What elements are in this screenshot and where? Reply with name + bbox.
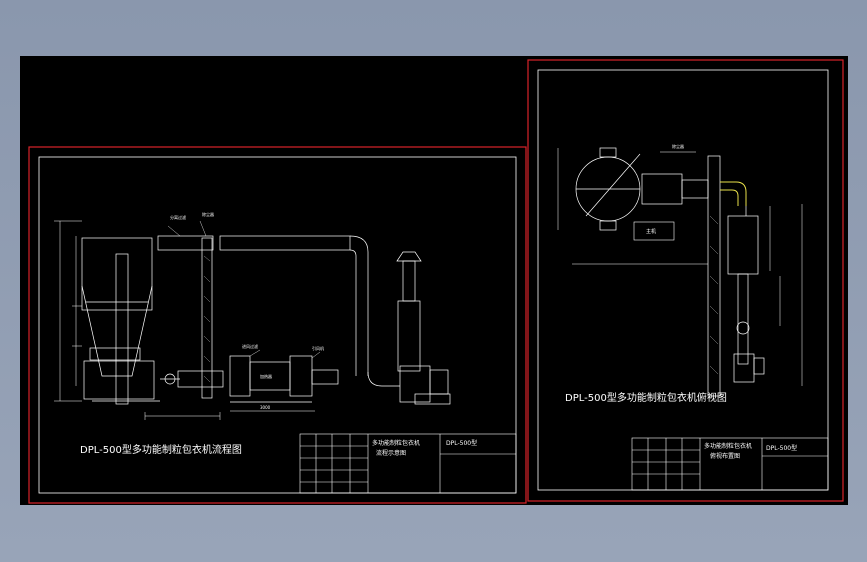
granulator-base bbox=[89, 347, 141, 361]
bottom-dimensions bbox=[144, 410, 315, 420]
leader-lines bbox=[167, 220, 321, 359]
duct-segment-1 bbox=[157, 235, 214, 251]
granulator-body[interactable] bbox=[81, 237, 180, 405]
main-machine-top-view[interactable] bbox=[575, 147, 641, 231]
label-dust-collector: 除尘器 bbox=[202, 211, 214, 217]
label-dimension: 3000 bbox=[260, 405, 271, 410]
drawing-canvas[interactable]: 分离过滤 除尘器 进风过滤 引风机 加热器 3000 DPL-500型多功能制粒… bbox=[20, 56, 848, 505]
right-column-hatch bbox=[709, 215, 719, 375]
stack-cap bbox=[396, 251, 422, 262]
right-title-block[interactable] bbox=[631, 437, 829, 491]
left-sheet-red-border bbox=[28, 146, 527, 504]
right-title-block-name-1: 多功能制粒包衣机 bbox=[704, 442, 752, 450]
inlet-filter-box bbox=[229, 355, 251, 397]
duct-segment-2 bbox=[219, 235, 351, 251]
duct-elbow bbox=[349, 235, 369, 376]
fan-inlet-elbow bbox=[367, 371, 400, 387]
left-vertical-dimensions bbox=[54, 220, 82, 402]
fan-assembly[interactable] bbox=[367, 251, 451, 405]
heater-outlet bbox=[311, 369, 339, 385]
exhaust-stack-top bbox=[402, 260, 416, 302]
inlet-duct bbox=[177, 370, 224, 388]
dust-collector-box bbox=[727, 215, 759, 275]
granulator-column bbox=[115, 253, 129, 405]
granulator-cone bbox=[81, 285, 153, 377]
label-main-machine: 主机 bbox=[646, 228, 656, 235]
right-cyclone[interactable] bbox=[727, 206, 765, 383]
label-inlet-filter: 进风过滤 bbox=[242, 343, 258, 349]
heater-end-box bbox=[289, 355, 313, 397]
left-title-block-name-1: 多功能制粒包衣机 bbox=[372, 439, 420, 447]
fan-base bbox=[414, 393, 451, 405]
exhaust-stack bbox=[397, 300, 421, 372]
label-fan: 引风机 bbox=[312, 345, 324, 351]
right-sheet-red-border bbox=[527, 59, 844, 502]
right-sheet[interactable]: 主机 除尘器 DPL-500型多功能制粒包衣机俯视图 多 bbox=[527, 59, 844, 502]
right-dimensions bbox=[557, 148, 803, 386]
right-filter-column bbox=[707, 155, 721, 397]
filter-column bbox=[201, 237, 213, 399]
granulator-upper-chamber bbox=[81, 237, 153, 311]
label-right-dust-collector: 除尘器 bbox=[672, 143, 684, 149]
heater-assembly[interactable] bbox=[177, 355, 339, 403]
left-title-block-model: DPL-500型 bbox=[446, 439, 477, 447]
right-drawing-title: DPL-500型多功能制粒包衣机俯视图 bbox=[565, 391, 727, 404]
label-separator-filter: 分离过滤 bbox=[170, 214, 186, 220]
right-fan bbox=[733, 353, 755, 383]
yellow-duct-segment bbox=[720, 181, 747, 206]
left-sheet-frame bbox=[38, 156, 517, 494]
fan-motor bbox=[429, 369, 449, 395]
main-machine-label-box bbox=[633, 221, 675, 241]
right-title-block-model: DPL-500型 bbox=[766, 444, 797, 452]
granulator-chassis bbox=[83, 360, 155, 400]
left-title-block-name-2: 流程示意图 bbox=[376, 449, 406, 457]
left-drawing-title: DPL-500型多功能制粒包衣机流程图 bbox=[80, 443, 242, 456]
right-title-block-name-2: 俯视布置图 bbox=[710, 452, 740, 460]
filter-column-hatch bbox=[203, 255, 211, 383]
down-pipe bbox=[737, 273, 749, 365]
right-sheet-frame bbox=[537, 69, 829, 491]
right-duct[interactable] bbox=[641, 155, 721, 397]
cad-drawing-svg[interactable]: 分离过滤 除尘器 进风过滤 引风机 加热器 3000 DPL-500型多功能制粒… bbox=[20, 56, 848, 505]
left-title-block[interactable] bbox=[299, 433, 517, 494]
label-heater: 加热器 bbox=[260, 373, 272, 379]
left-sheet[interactable]: 分离过滤 除尘器 进风过滤 引风机 加热器 3000 DPL-500型多功能制粒… bbox=[28, 146, 527, 504]
exhaust-duct[interactable] bbox=[157, 235, 369, 399]
